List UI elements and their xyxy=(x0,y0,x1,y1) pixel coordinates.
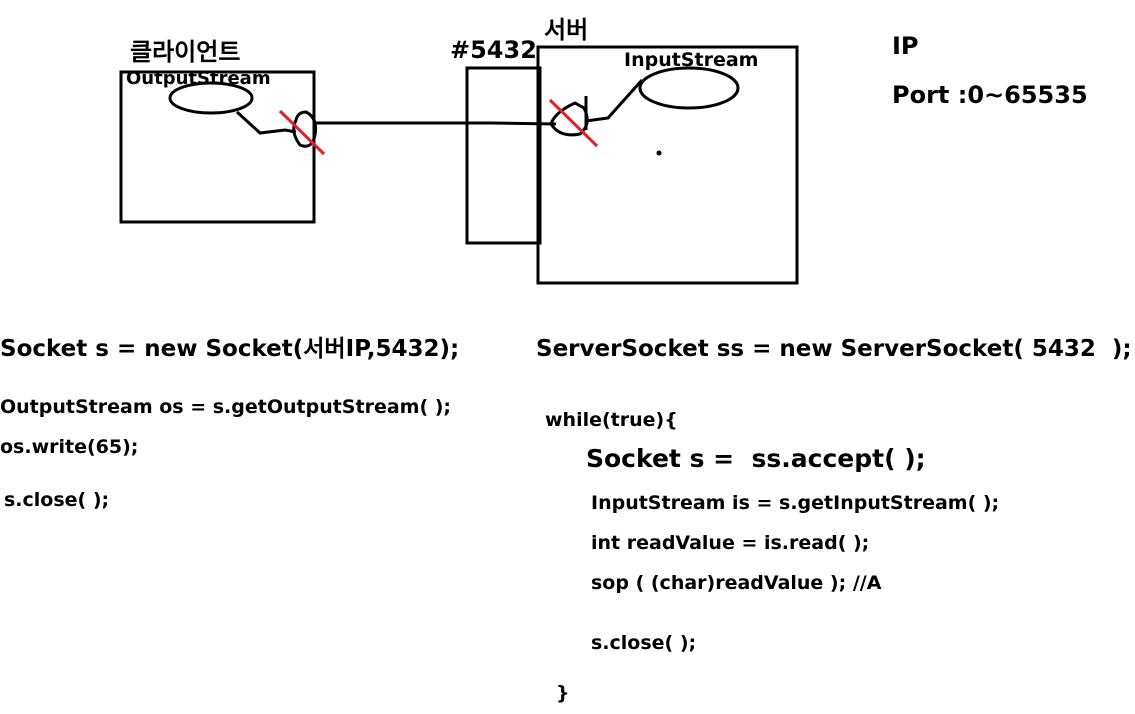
server-dot xyxy=(656,150,662,156)
connection-line xyxy=(314,121,557,126)
info-port: Port :0~65535 xyxy=(892,81,1088,109)
server-code-close-line: s.close( ); xyxy=(591,632,697,654)
port-box xyxy=(465,66,542,245)
server-box xyxy=(536,45,799,285)
client-box xyxy=(119,70,316,224)
client-code-socket-line: Socket s = new Socket(서버IP,5432); xyxy=(0,336,460,362)
client-stream-ellipse xyxy=(168,81,254,115)
server-socket-cross xyxy=(548,98,599,148)
server-socket-icon xyxy=(549,101,589,137)
server-code-closing-brace: } xyxy=(556,682,570,704)
client-code-close-line: s.close( ); xyxy=(4,489,110,511)
client-code-write-line: os.write(65); xyxy=(0,436,139,458)
server-stream-label: InputStream xyxy=(624,49,759,71)
client-stream-label: OutputStream xyxy=(126,68,271,89)
server-code-accept-line: Socket s = ss.accept( ); xyxy=(586,444,926,473)
server-code-while-line: while(true){ xyxy=(545,409,678,431)
client-label: 클라이언트 xyxy=(130,38,241,66)
port-label: #5432 xyxy=(450,36,537,64)
client-socket-cross xyxy=(278,109,326,156)
client-code-outputstream-line: OutputStream os = s.getOutputStream( ); xyxy=(0,396,452,418)
server-code-read-line: int readValue = is.read( ); xyxy=(591,532,870,554)
server-stream-ellipse xyxy=(638,66,740,110)
client-socket-icon xyxy=(292,110,318,148)
client-stream-wire xyxy=(235,110,297,135)
server-label: 서버 xyxy=(544,16,589,44)
server-stream-wire xyxy=(585,78,644,123)
server-code-inputstream-line: InputStream is = s.getInputStream( ); xyxy=(591,492,1000,514)
info-ip: IP xyxy=(892,32,919,60)
server-code-print-line: sop ( (char)readValue ); //A xyxy=(591,572,882,594)
server-code-serversocket-line: ServerSocket ss = new ServerSocket( 5432… xyxy=(536,336,1132,362)
